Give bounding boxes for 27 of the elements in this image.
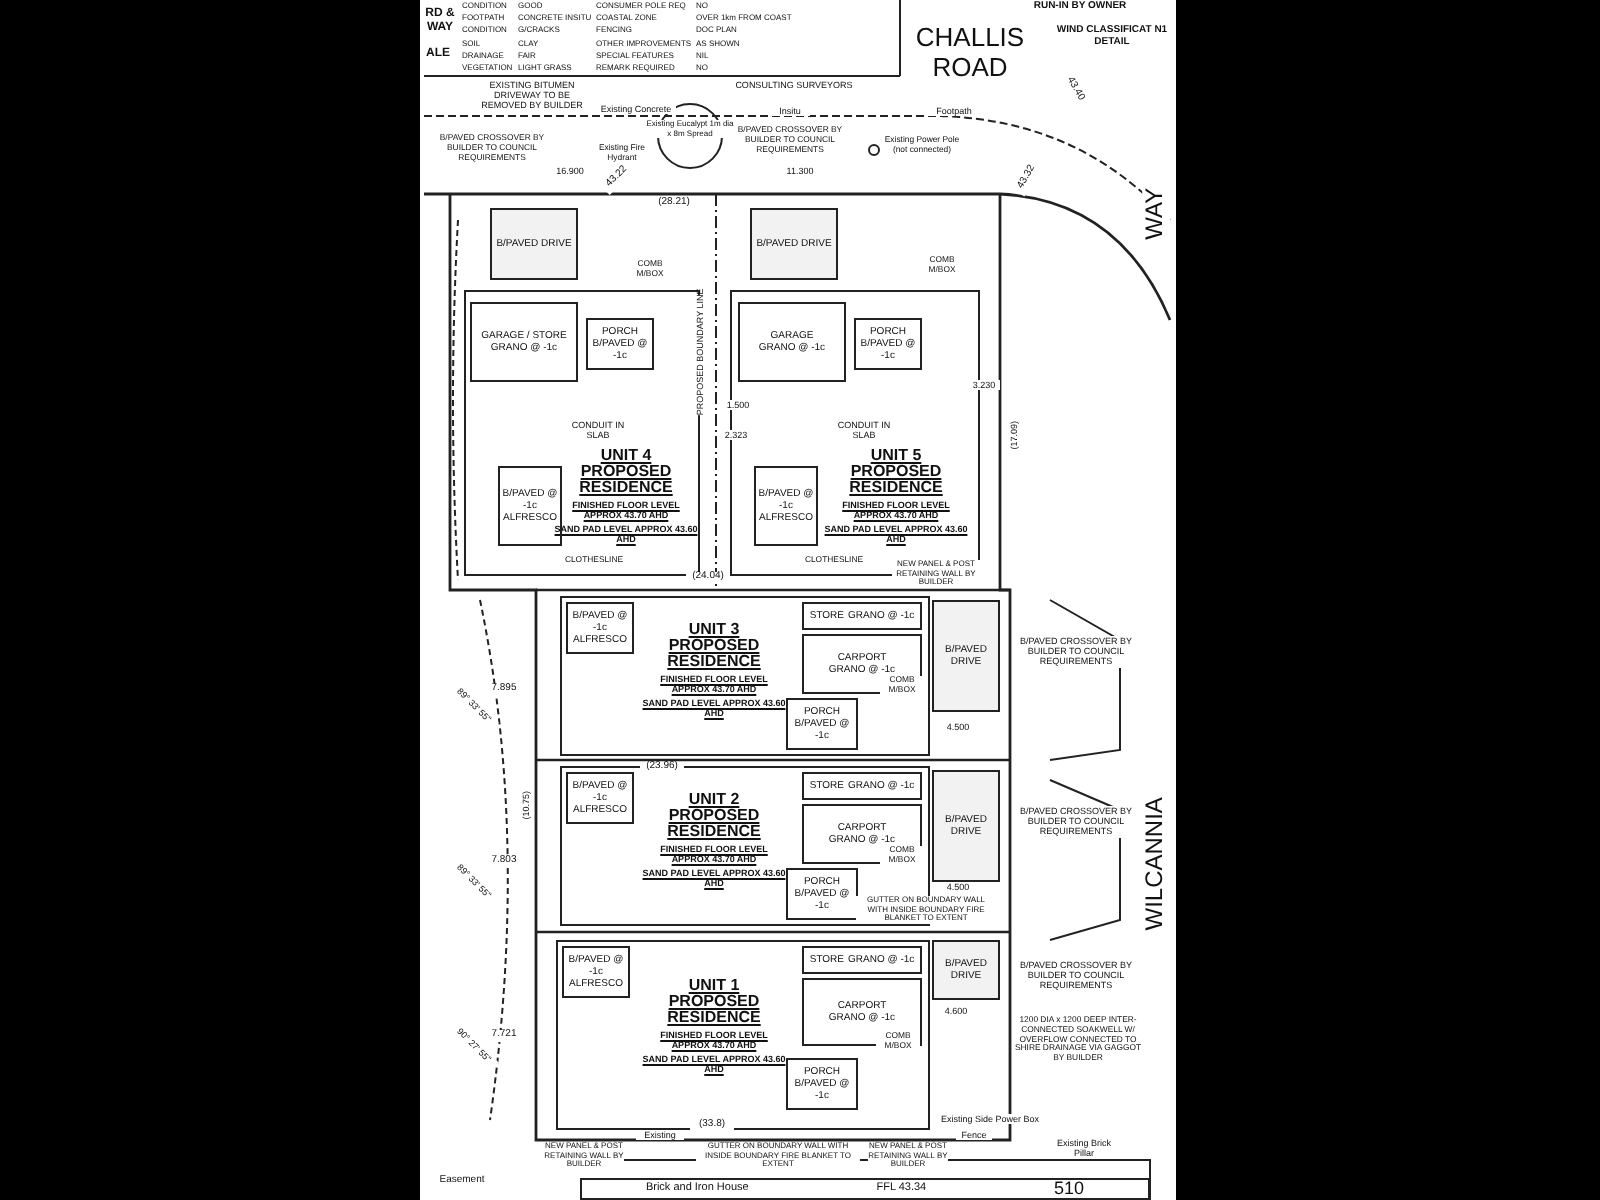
alfresco-area [566, 602, 634, 654]
porch-area [586, 318, 654, 370]
driveway-area [750, 208, 838, 280]
house-outline [580, 1178, 1150, 1200]
garage-room [738, 302, 846, 382]
driveway-area [490, 208, 578, 280]
unit-title: UNIT 5 PROPOSED RESIDENCE [847, 448, 945, 496]
alfresco-area [754, 466, 818, 546]
residence-outline [560, 596, 930, 756]
porch-area [786, 698, 858, 750]
lot-number: 510 [1052, 1180, 1087, 1198]
unit-title: UNIT 3 PROPOSED RESIDENCE [665, 622, 763, 670]
store-room [802, 772, 922, 800]
driveway-area [932, 940, 1000, 1000]
unit-title: UNIT 1 PROPOSED RESIDENCE [665, 978, 763, 1026]
driveway-area [932, 600, 1000, 712]
driveway-area [932, 770, 1000, 882]
unit-title: UNIT 2 PROPOSED RESIDENCE [665, 792, 763, 840]
store-room [802, 946, 922, 974]
alfresco-area [562, 946, 630, 998]
garage-room [470, 302, 578, 382]
porch-area [786, 1058, 858, 1110]
unit-title: UNIT 4 PROPOSED RESIDENCE [577, 448, 675, 496]
store-room [802, 602, 922, 630]
residence-outline [556, 940, 930, 1130]
alfresco-area [566, 772, 634, 824]
porch-area [854, 318, 922, 370]
